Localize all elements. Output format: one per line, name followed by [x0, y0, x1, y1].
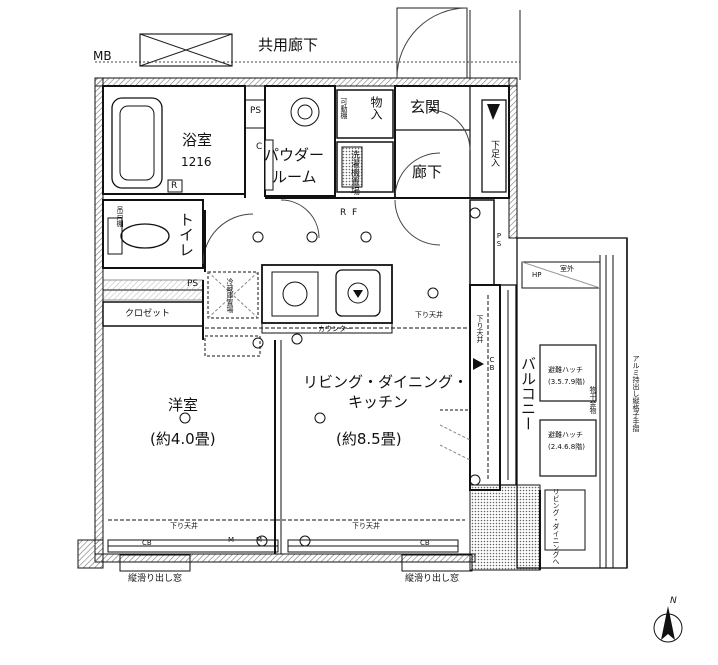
ps-top-label: PS — [250, 106, 262, 116]
outdoor-unit — [521, 261, 601, 289]
toilet-label: トイレ — [177, 212, 195, 257]
front-door-frame — [396, 7, 468, 79]
balcony-label: バルコニー — [519, 356, 537, 431]
bath-label: 浴室 — [182, 131, 213, 149]
ldk-size: (約8.5畳) — [336, 430, 402, 448]
north-label: N — [670, 596, 677, 606]
escape-hatch-1-floors: (3.5.7.9階) — [548, 378, 585, 386]
north-arrow — [653, 606, 683, 643]
west-wall — [94, 77, 104, 563]
counter-label: カウンター — [318, 325, 353, 333]
western-room-label: 洋室 — [168, 396, 199, 414]
window-right-label: 縦滑り出し窓 — [405, 574, 460, 584]
escape-hatch-1-label: 避難ハッチ — [548, 366, 583, 374]
east-wall-upper — [508, 77, 518, 239]
powder-c-label: C — [256, 142, 263, 152]
toilet-wall — [102, 199, 204, 269]
laundry-hardware-label: 物干金物 — [589, 386, 597, 414]
escape-hatch-upper — [539, 344, 597, 402]
cb-left-label: CB — [142, 539, 152, 547]
fridge-area — [207, 271, 259, 319]
ldk-label-2: キッチン — [348, 393, 409, 411]
toilet-shelf-label: 吊戸棚 — [116, 206, 124, 227]
window-left-label: 縦滑り出し窓 — [128, 574, 183, 584]
outdoor-unit-label: 室外 — [560, 265, 574, 273]
hp-label: HP — [532, 271, 542, 279]
ldk-f-label: F — [352, 208, 358, 218]
balcony-sliding-door — [499, 284, 517, 486]
drop-ceiling-left-label: 下り天井 — [170, 522, 198, 530]
western-room-size: (約4.0畳) — [150, 430, 216, 448]
m-right-label: M — [256, 536, 263, 544]
shared-corridor-label: 共用廊下 — [258, 36, 319, 54]
ldk-label-1: リビング・ダイニング・ — [303, 373, 469, 391]
bath-r-label: R — [171, 181, 178, 191]
bathroom-wall — [102, 85, 246, 195]
hallway-label: 廊下 — [412, 163, 443, 181]
ldk-r-label: R — [340, 208, 347, 218]
movable-shelf-label: 可動棚 — [340, 98, 348, 119]
shoe-storage-label: 下足入 — [489, 140, 499, 167]
bath-size-label: 1216 — [181, 155, 212, 169]
escape-hatch-2-floors: (2.4.6.8階) — [548, 443, 585, 451]
mb-label: MB — [93, 49, 112, 63]
escape-hatch-2-label: 避難ハッチ — [548, 431, 583, 439]
drop-ceiling-top-label: 下り天井 — [415, 311, 443, 319]
m-left-label: M — [228, 536, 235, 544]
column — [469, 484, 541, 571]
ps-right-label: PS — [495, 232, 503, 248]
toilet-bowl — [120, 223, 170, 249]
living-to-label: リビング・ダイニングへ — [552, 488, 560, 565]
bathtub — [111, 97, 163, 189]
drop-ceiling-side-label: 下り天井 — [476, 315, 484, 343]
escape-hatch-lower — [539, 419, 597, 477]
ps-mid-label: PS — [187, 279, 199, 289]
shoe-cabinet — [481, 99, 507, 193]
mb-box — [139, 33, 233, 67]
powder-room-label-2: ルーム — [272, 168, 317, 186]
east-service-column — [469, 284, 501, 491]
ceiling-lights — [179, 207, 481, 547]
powder-room-label-1: パウダー — [264, 146, 325, 164]
storage-label: 物入 — [369, 96, 383, 120]
north-wall — [94, 77, 518, 87]
kitchen-counter — [261, 264, 393, 324]
washer-area-label: 洗濯機置場 — [349, 150, 359, 195]
cb-bottom-label: CB — [420, 539, 430, 547]
cb-side-label: CB — [488, 356, 496, 372]
railing-label: アルミ持出し縦格子手摺 — [632, 355, 640, 432]
fridge-area-label: 冷蔵庫置場 — [226, 278, 234, 313]
drop-ceiling-bottom-label: 下り天井 — [352, 522, 380, 530]
entrance-label: 玄関 — [410, 98, 441, 116]
sink — [335, 269, 381, 317]
closet-label: クロゼット — [125, 309, 171, 319]
